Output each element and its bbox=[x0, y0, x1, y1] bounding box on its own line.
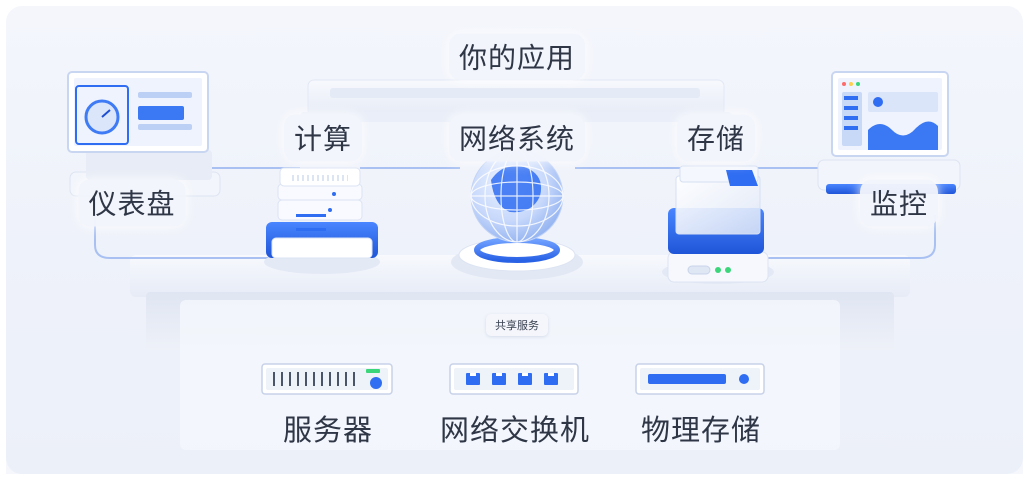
physical-storage-drive-icon bbox=[635, 363, 765, 395]
apps-layer-slab bbox=[300, 79, 732, 122]
storage-label: 存储 bbox=[676, 114, 756, 162]
physical-storage-label: 物理存储 bbox=[640, 413, 762, 447]
server-rack-icon bbox=[261, 363, 393, 395]
dashboard-label: 仪表盘 bbox=[78, 179, 186, 227]
storage-unit-icon bbox=[662, 165, 774, 284]
servers-label: 服务器 bbox=[282, 413, 374, 447]
compute-label: 计算 bbox=[283, 114, 363, 162]
apps-layer-label: 你的应用 bbox=[448, 33, 586, 81]
dashboard-laptop-icon bbox=[67, 71, 221, 197]
monitoring-label: 监控 bbox=[859, 179, 939, 227]
network-system-label: 网络系统 bbox=[448, 114, 586, 162]
shared-services-label: 共享服务 bbox=[486, 314, 548, 336]
network-switch-icon bbox=[449, 363, 579, 395]
monitoring-laptop-icon bbox=[817, 71, 961, 194]
network-switch-label: 网络交换机 bbox=[439, 413, 591, 447]
compute-server-stack-icon bbox=[264, 167, 380, 274]
network-globe-icon bbox=[451, 149, 583, 280]
